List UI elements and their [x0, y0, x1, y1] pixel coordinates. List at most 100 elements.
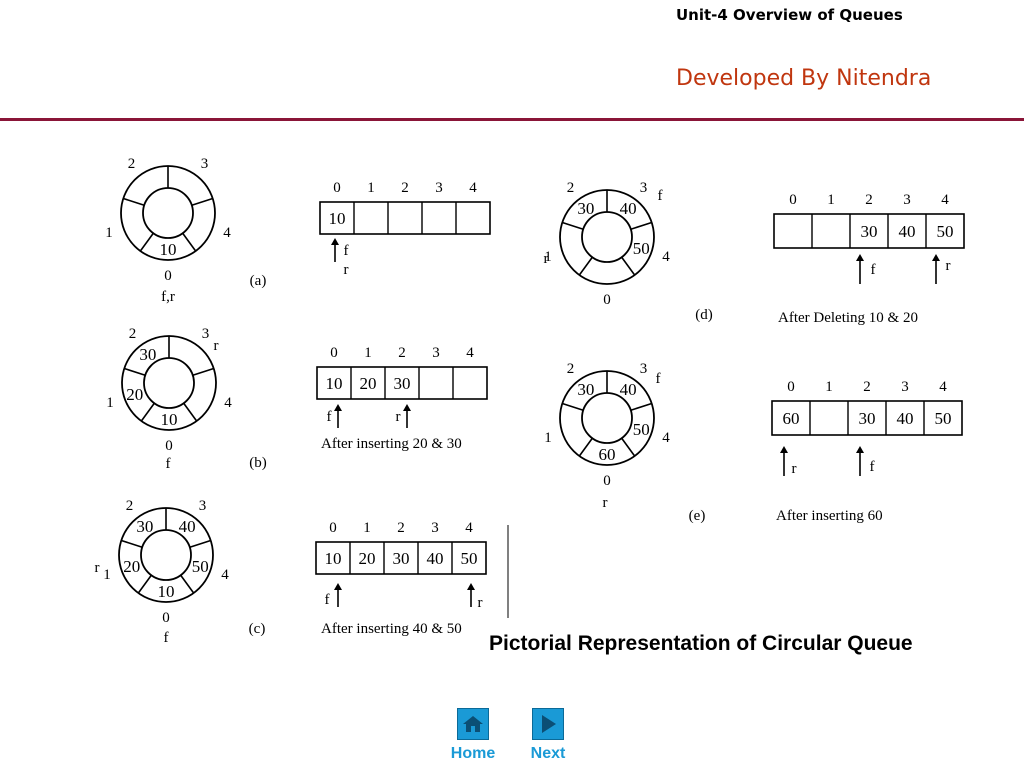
ring-a: 10: [120, 165, 216, 261]
ring-index-label: 3: [199, 498, 207, 514]
array-index-label: 4: [465, 520, 473, 536]
ring-pointer-label: f: [166, 456, 171, 472]
next-label[interactable]: Next: [530, 745, 566, 762]
array-index-label: 3: [901, 379, 909, 395]
array-index-label: 3: [435, 180, 443, 196]
array-index-label: 0: [329, 520, 337, 536]
ring-divider: [139, 232, 154, 252]
array-cell-value: 30: [861, 222, 878, 241]
array-index-label: 0: [333, 180, 341, 196]
ring-divider: [182, 232, 197, 252]
rear-label: r: [396, 409, 401, 425]
arrow-head: [331, 238, 339, 245]
array-cell-value: 10: [329, 209, 346, 228]
ring-index-label: 3: [201, 156, 209, 172]
array-index-label: 0: [789, 192, 797, 208]
array-caption-d: After Deleting 10 & 20: [778, 310, 918, 326]
ring-index-label: 4: [662, 249, 670, 265]
ring-index-label: 1: [544, 430, 552, 446]
home-label[interactable]: Home: [450, 745, 496, 762]
ring-inner: [142, 187, 194, 239]
ring-pointer-label: f: [164, 630, 169, 646]
array-cell-value: 10: [326, 374, 343, 393]
array-cell-value: 50: [461, 549, 478, 568]
ring-cell-value: 30: [139, 345, 156, 364]
rear-label: r: [478, 595, 483, 611]
next-arrow-icon[interactable]: [532, 708, 564, 740]
array-index-label: 0: [330, 345, 338, 361]
arrow-head: [856, 254, 864, 261]
ring-pointer-label: r: [603, 495, 608, 511]
ring-pointer-label: r: [214, 338, 219, 354]
ring-index-label: 0: [603, 473, 611, 489]
panel-label-d: (d): [695, 307, 713, 323]
ring-index-label: 0: [603, 292, 611, 308]
ring-index-label: 1: [105, 225, 113, 241]
ring-cell-value: 20: [126, 385, 143, 404]
array-cell-value: 40: [427, 549, 444, 568]
ring-divider: [191, 197, 213, 207]
front-arrow: [334, 404, 342, 428]
ring-index-label: 2: [128, 156, 136, 172]
rear-label: r: [946, 258, 951, 274]
array-cell-value: 40: [897, 409, 914, 428]
front-label: f: [344, 243, 349, 259]
ring-divider: [630, 402, 652, 412]
ring-divider: [192, 367, 214, 377]
ring-index-label: 3: [640, 361, 648, 377]
array-index-label: 2: [398, 345, 406, 361]
front-label: f: [870, 459, 875, 475]
ring-divider: [578, 437, 593, 457]
ring-divider: [137, 574, 152, 594]
arrow-head: [403, 404, 411, 411]
array-index-label: 4: [469, 180, 477, 196]
ring-pointer-label: r: [544, 251, 549, 267]
ring-cell-value: 50: [633, 420, 650, 439]
ring-cell-value: 50: [192, 557, 209, 576]
ring-cell-value: 20: [123, 557, 140, 576]
array-index-label: 2: [865, 192, 873, 208]
ring-cell-value: 60: [599, 445, 616, 464]
slide-caption: Pictorial Representation of Circular Que…: [489, 632, 913, 655]
ring-divider: [621, 437, 636, 457]
ring-index-label: 2: [129, 326, 137, 342]
front-arrow: [856, 446, 864, 476]
ring-index-label: 2: [567, 180, 575, 196]
ring-cell-value: 30: [136, 517, 153, 536]
array-index-label: 4: [941, 192, 949, 208]
array-index-label: 1: [364, 345, 372, 361]
ring-inner: [143, 357, 195, 409]
rear-arrow: [403, 404, 411, 428]
home-icon[interactable]: [457, 708, 489, 740]
ring-inner: [581, 211, 633, 263]
array-border: [316, 366, 488, 400]
ring-divider: [140, 402, 155, 422]
array-index-label: 3: [431, 520, 439, 536]
ring-divider: [578, 256, 593, 276]
ring-divider: [123, 197, 145, 207]
ring-cell-value: 30: [577, 380, 594, 399]
array-cell-value: 40: [899, 222, 916, 241]
ring-pointer-label: r: [95, 560, 100, 576]
ring-divider: [180, 574, 195, 594]
home-nav[interactable]: Home: [443, 708, 503, 763]
array-index-label: 1: [827, 192, 835, 208]
ring-index-label: 4: [224, 395, 232, 411]
ring-divider: [189, 539, 211, 549]
array-cell-value: 10: [325, 549, 342, 568]
array-caption-c: After inserting 40 & 50: [321, 621, 462, 637]
array-index-label: 1: [367, 180, 375, 196]
ring-divider: [562, 402, 584, 412]
ring-cell-value: 10: [161, 410, 178, 429]
array-cell-value: 30: [859, 409, 876, 428]
ring-index-label: 3: [640, 180, 648, 196]
ring-pointer-label: f,r: [161, 289, 175, 305]
array-border: [315, 541, 487, 575]
front-label: f: [327, 409, 332, 425]
ring-index-label: 4: [662, 430, 670, 446]
next-nav[interactable]: Next: [518, 708, 578, 763]
rear-arrow: [780, 446, 788, 476]
panel-label-c: (c): [249, 621, 266, 637]
